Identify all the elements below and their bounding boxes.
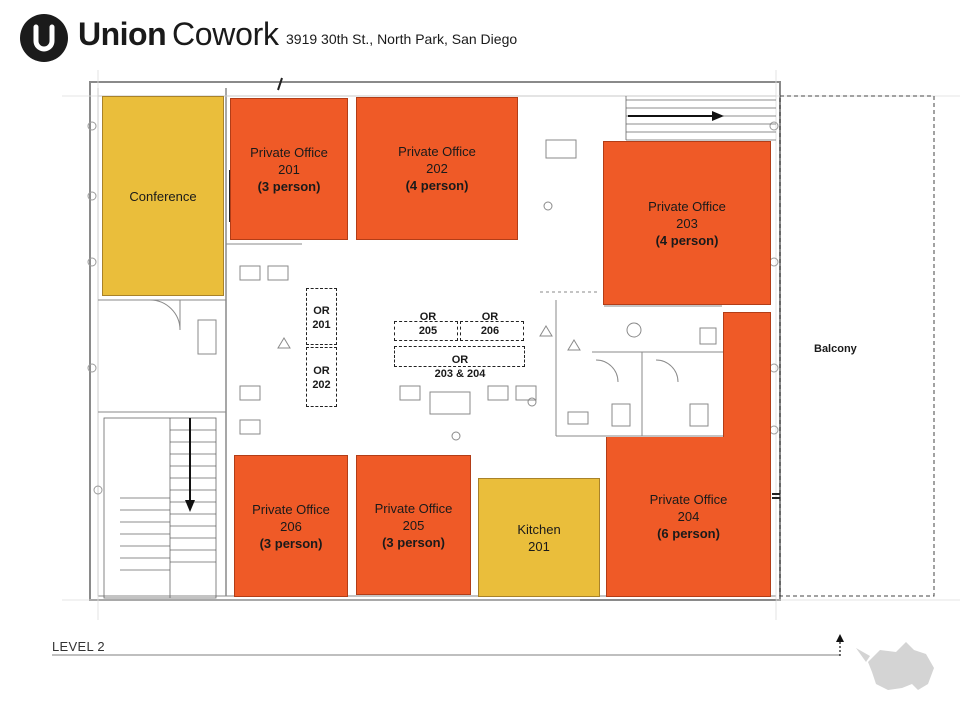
room-private-office-201[interactable]: Private Office 201 (3 person)	[230, 98, 348, 240]
interior-lines	[98, 139, 776, 601]
balcony-label: Balcony	[814, 343, 857, 355]
left-stair	[103, 417, 217, 599]
room-number: 206	[280, 518, 302, 534]
room-private-office-203[interactable]: Private Office 203 (4 person)	[603, 141, 771, 305]
open-room-203-204[interactable]	[394, 346, 525, 367]
room-number: 205	[402, 517, 425, 533]
open-room-number: 201	[312, 319, 331, 331]
room-capacity: (3 person)	[257, 178, 321, 194]
room-number: 203	[676, 215, 698, 231]
open-room-prefix: OR	[481, 311, 499, 323]
top-stair-arrow	[628, 111, 724, 121]
room-name: Private Office	[250, 144, 328, 160]
open-room-number: 203 & 204	[434, 368, 486, 380]
open-room-201[interactable]	[306, 288, 337, 345]
room-name: Kitchen	[517, 521, 561, 537]
room-private-office-204-upper	[723, 312, 771, 438]
top-stair	[625, 96, 776, 141]
brand-name-light: Cowork	[172, 16, 279, 52]
room-name: Private Office	[252, 501, 330, 517]
open-room-prefix: OR	[313, 365, 330, 377]
room-capacity: (3 person)	[259, 535, 323, 551]
room-number: 201	[528, 538, 550, 554]
open-room-number: 205	[418, 325, 438, 337]
open-room-206-label: OR 206	[460, 310, 520, 338]
open-room-prefix: OR	[419, 311, 437, 323]
open-room-201-label: OR 201	[306, 304, 337, 332]
room-number: 201	[278, 161, 300, 177]
room-kitchen-201[interactable]: Kitchen 201	[478, 478, 600, 597]
room-number: 202	[426, 161, 448, 176]
room-conference-name: Conference	[129, 188, 197, 204]
open-room-206[interactable]	[460, 321, 524, 341]
room-private-office-205[interactable]: Private Office 205 (3 person)	[356, 455, 471, 595]
rhino-watermark-icon	[856, 642, 934, 690]
open-room-prefix: OR	[451, 354, 469, 366]
open-room-205-label: OR 205	[398, 310, 458, 338]
room-capacity: (4 person)	[655, 232, 719, 248]
room-private-office-202[interactable]: Private Office 202 (4 person)	[356, 97, 518, 240]
room-number: 204	[677, 509, 700, 524]
room-name: Private Office	[398, 144, 476, 159]
room-capacity: (6 person)	[657, 526, 720, 541]
open-room-prefix: OR	[313, 305, 330, 317]
warning-triangle-icons	[277, 325, 581, 351]
open-room-202[interactable]	[306, 347, 337, 407]
room-name: Private Office	[648, 198, 726, 214]
room-name: Private Office	[374, 500, 453, 516]
open-room-205[interactable]	[394, 321, 458, 341]
open-room-number: 202	[312, 379, 331, 391]
open-room-203-204-label: OR 203 & 204	[400, 353, 520, 381]
address: 3919 30th St., North Park, San Diego	[286, 31, 518, 47]
room-capacity: (4 person)	[405, 178, 469, 193]
open-room-number: 206	[480, 325, 500, 337]
room-conference[interactable]: Conference	[102, 96, 224, 296]
level-label: LEVEL 2	[52, 639, 105, 654]
room-private-office-204[interactable]: Private Office 204 (6 person)	[606, 437, 771, 597]
open-room-202-label: OR 202	[306, 364, 337, 392]
left-stair-arrow	[185, 418, 195, 512]
level-line	[52, 634, 844, 656]
room-capacity: (3 person)	[382, 534, 445, 550]
room-private-office-206[interactable]: Private Office 206 (3 person)	[234, 455, 348, 597]
brand-name-bold: Union	[78, 16, 167, 52]
union-logo-icon	[20, 14, 68, 62]
balcony-outline	[779, 95, 935, 597]
room-name: Private Office	[649, 492, 728, 507]
